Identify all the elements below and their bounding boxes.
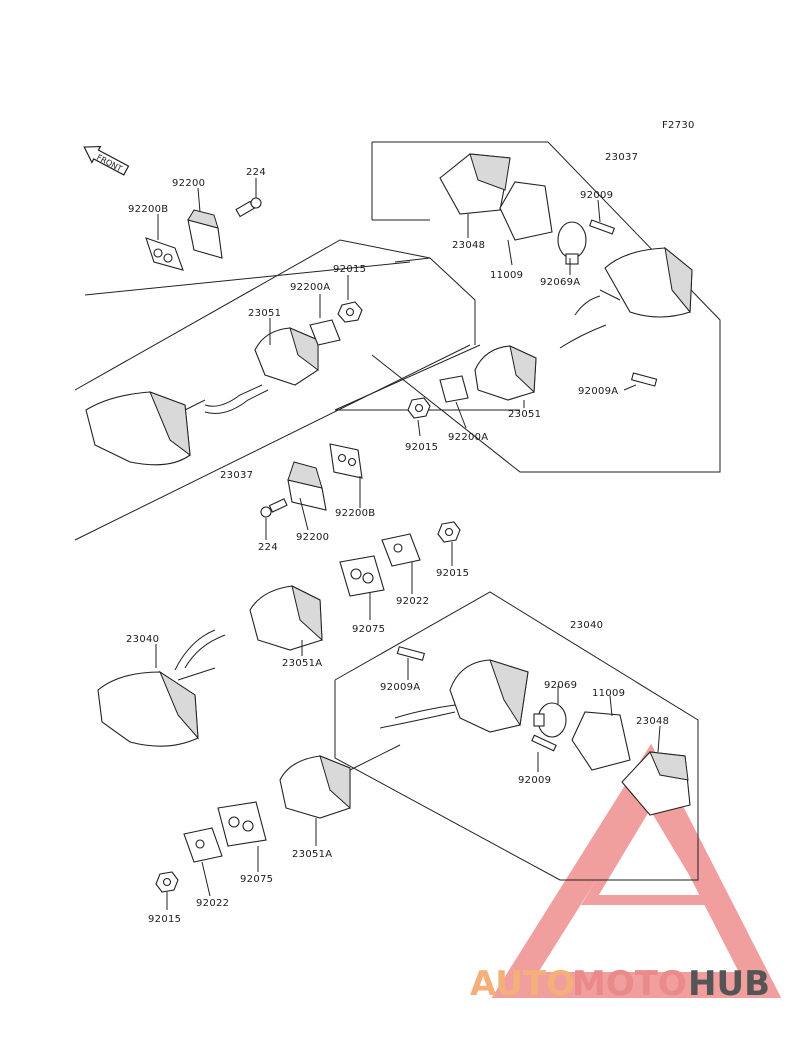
figure-code: F2730 xyxy=(662,120,695,131)
watermark-moto: MOTO xyxy=(572,964,687,1004)
plate-92022-low xyxy=(381,533,421,567)
gasket-23051-right xyxy=(474,345,537,401)
label-92200B-mid: 92200B xyxy=(335,508,375,519)
watermark-auto: AUTO xyxy=(470,964,575,1004)
housing-23051A-low xyxy=(279,744,401,819)
bracket-92200B-top xyxy=(145,237,184,271)
label-92015-bottom: 92015 xyxy=(148,914,181,925)
label-11009-top: 11009 xyxy=(490,270,523,281)
nut-92015-low xyxy=(437,521,461,543)
label-23051-mid: 23051 xyxy=(248,308,281,319)
label-23048-top: 23048 xyxy=(452,240,485,251)
nut-92015-right xyxy=(407,397,431,419)
lens-23048-low xyxy=(621,751,691,816)
screw-224-mid xyxy=(260,498,288,518)
front-arrow-icon: FRONT xyxy=(83,145,130,176)
label-92075-low: 92075 xyxy=(352,624,385,635)
bulb-92069A xyxy=(557,221,587,265)
bulb-92069 xyxy=(533,702,567,738)
label-23048-low: 23048 xyxy=(636,716,669,727)
nut-92015-bottom xyxy=(155,871,179,893)
label-92200-mid: 92200 xyxy=(296,532,329,543)
label-92069A: 92069A xyxy=(540,277,580,288)
label-92009A-right: 92009A xyxy=(578,386,618,397)
lamp-23040-front-right xyxy=(379,659,529,733)
lamp-23037-rear-right xyxy=(559,246,693,349)
gasket-11009-low xyxy=(571,711,631,771)
gasket-23051-mid xyxy=(254,327,319,386)
screw-92009A-low xyxy=(396,646,426,661)
bracket-92200-mid xyxy=(287,461,327,511)
label-92200-top: 92200 xyxy=(172,178,205,189)
screw-92009A-right xyxy=(630,372,658,387)
label-92200A-mid: 92200A xyxy=(290,282,330,293)
label-23051A-mid: 23051A xyxy=(282,658,322,669)
lamp-23037-rear-left xyxy=(85,384,269,466)
bracket-92200-top xyxy=(187,209,223,259)
housing-23051A-mid xyxy=(249,585,323,651)
gasket-11009-top xyxy=(499,181,553,241)
label-92069: 92069 xyxy=(544,680,577,691)
grommet-92075-low xyxy=(339,555,385,597)
lamp-23040-front-left xyxy=(97,629,226,747)
watermark-logo xyxy=(491,743,782,998)
label-23051-right: 23051 xyxy=(508,409,541,420)
label-92200A-right: 92200A xyxy=(448,432,488,443)
plate-92022-bottom xyxy=(183,827,223,863)
label-92015-mid: 92015 xyxy=(333,264,366,275)
label-23040-right: 23040 xyxy=(570,620,603,631)
watermark-text: AUTO MOTO HUB xyxy=(470,964,770,1004)
leader-lines xyxy=(155,178,661,910)
screw-92009-low xyxy=(531,734,557,752)
label-23037-mid: 23037 xyxy=(220,470,253,481)
label-224-top: 224 xyxy=(246,167,266,178)
label-92009A-low: 92009A xyxy=(380,682,420,693)
label-92075-bottom: 92075 xyxy=(240,874,273,885)
label-92015-low: 92015 xyxy=(436,568,469,579)
label-92022-bottom: 92022 xyxy=(196,898,229,909)
screw-92009-top xyxy=(588,219,616,235)
label-92009-top: 92009 xyxy=(580,190,613,201)
label-23037-top: 23037 xyxy=(605,152,638,163)
label-92009-low: 92009 xyxy=(518,775,551,786)
watermark-hub: HUB xyxy=(688,964,770,1004)
lens-23048-top xyxy=(439,153,511,215)
label-224-mid: 224 xyxy=(258,542,278,553)
label-11009-low: 11009 xyxy=(592,688,625,699)
label-23051A-low: 23051A xyxy=(292,849,332,860)
label-92022-low: 92022 xyxy=(396,596,429,607)
bracket-92200B-mid xyxy=(329,443,363,479)
part-labels: 23037 92009 23048 11009 92069A 92009A 23… xyxy=(126,152,669,925)
assembly-frames xyxy=(74,141,721,881)
label-23040-left: 23040 xyxy=(126,634,159,645)
nut-92015-mid xyxy=(337,301,363,323)
grommet-92075-bottom xyxy=(217,801,267,847)
screw-224-top xyxy=(235,197,262,218)
bracket-92200A-right xyxy=(439,375,469,403)
label-92015-right: 92015 xyxy=(405,442,438,453)
bracket-92200A-mid xyxy=(309,319,341,346)
label-92200B-top: 92200B xyxy=(128,204,168,215)
